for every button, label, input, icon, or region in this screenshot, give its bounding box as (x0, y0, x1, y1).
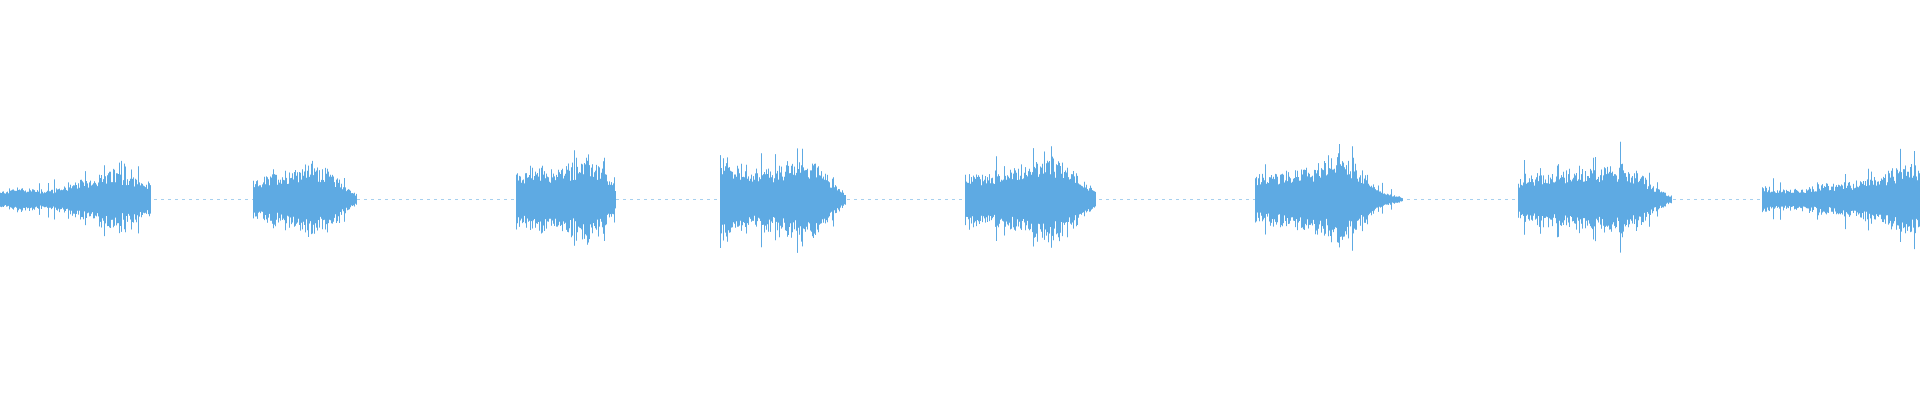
waveform-burst-8 (1762, 148, 1920, 250)
waveform-burst-1 (0, 160, 151, 237)
waveform-burst-3 (516, 150, 616, 246)
waveform-burst-6 (1255, 144, 1403, 251)
waveform-burst-7 (1518, 141, 1672, 253)
waveform-burst-5 (965, 146, 1096, 248)
waveform-burst-2 (253, 160, 357, 237)
waveform-segments (0, 141, 1920, 253)
waveform-burst-4 (720, 148, 846, 253)
